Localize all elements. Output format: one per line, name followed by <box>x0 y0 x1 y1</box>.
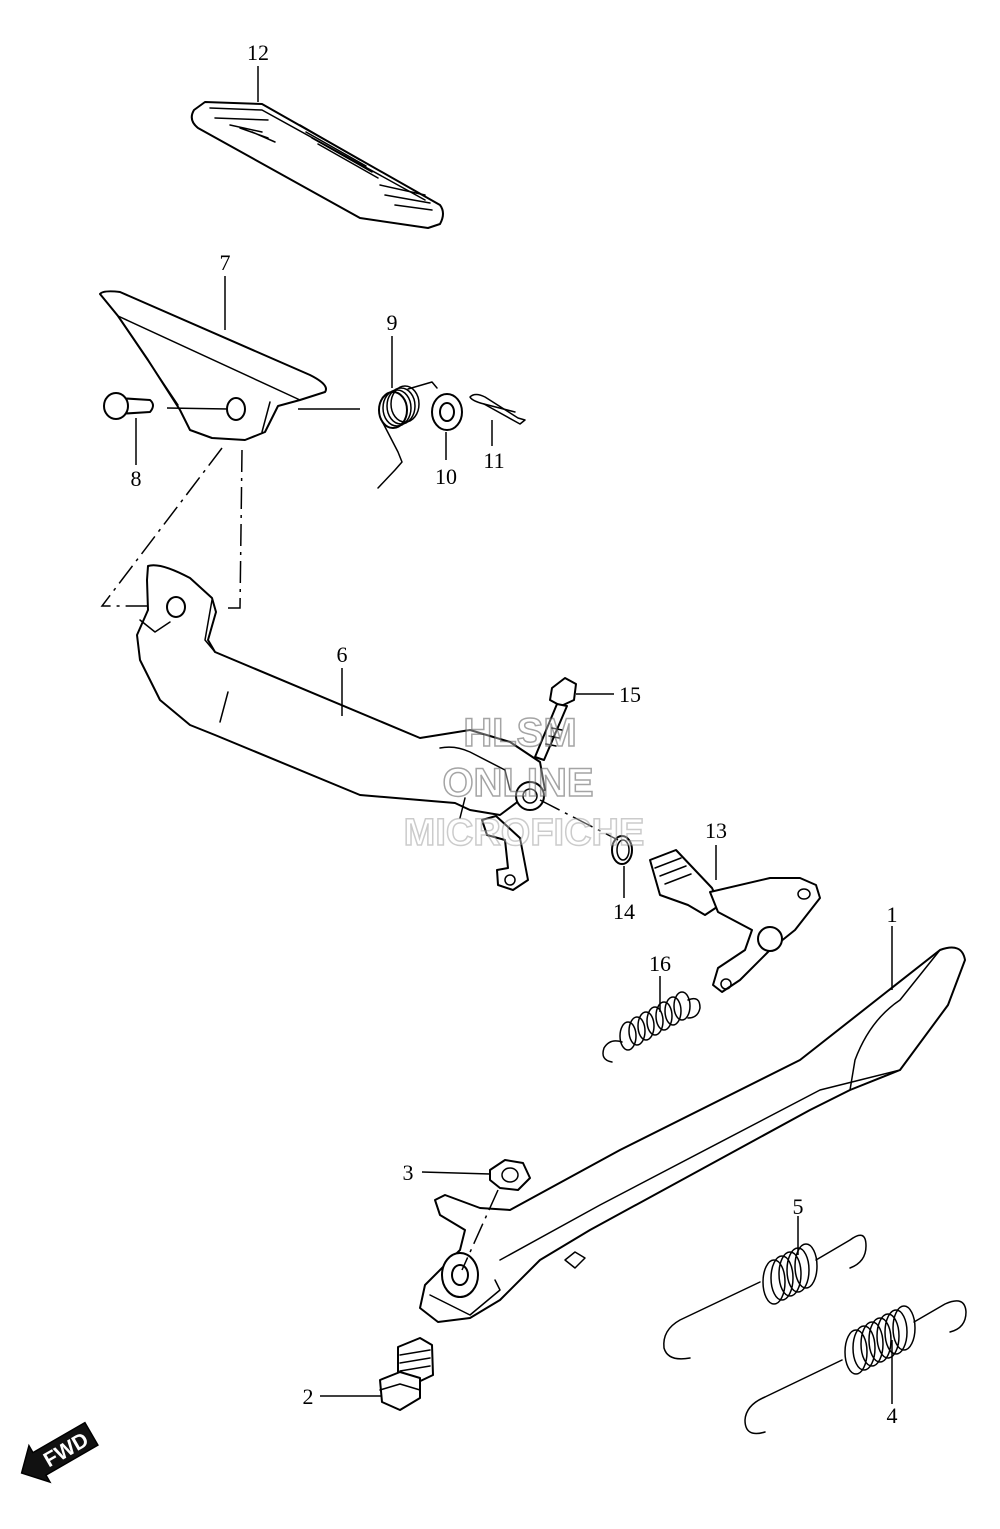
watermark-line-3: MICROFICHE <box>404 812 645 854</box>
bolt-part <box>534 677 577 761</box>
pivot-shaft-part <box>649 849 821 993</box>
washer-part <box>431 393 463 431</box>
watermark-line-1: HLSM <box>463 711 576 755</box>
callout-2: 2 <box>303 1384 314 1409</box>
callout-labels: 1 2 3 4 5 6 7 8 9 10 11 12 13 14 15 16 <box>131 40 898 1428</box>
callout-8: 8 <box>131 466 142 491</box>
leader-lines <box>135 66 893 1404</box>
callout-16: 16 <box>649 951 671 976</box>
callout-9: 9 <box>387 310 398 335</box>
watermark: HLSM ONLINE MICROFICHE <box>403 710 645 855</box>
side-stand-part <box>419 946 966 1323</box>
callout-4: 4 <box>887 1403 898 1428</box>
torsion-spring-part <box>377 381 438 489</box>
fwd-arrow-icon <box>20 1421 99 1484</box>
large-spring-part <box>663 1234 867 1360</box>
circlip-part <box>611 835 633 865</box>
callout-12: 12 <box>247 40 269 65</box>
small-spring-part <box>602 991 701 1063</box>
callout-11: 11 <box>483 448 504 473</box>
clevis-pin-part <box>103 392 154 420</box>
stand-bolt-part <box>379 1337 434 1411</box>
callout-6: 6 <box>337 642 348 667</box>
footrest-rubber-part <box>190 101 444 229</box>
callout-3: 3 <box>403 1160 414 1185</box>
callout-7: 7 <box>220 250 231 275</box>
callout-14: 14 <box>613 899 635 924</box>
brake-pedal-arm-part <box>136 564 546 891</box>
large-spring-lower-part <box>744 1300 967 1435</box>
callout-10: 10 <box>435 464 457 489</box>
callout-5: 5 <box>793 1194 804 1219</box>
watermark-line-2: ONLINE <box>442 761 593 805</box>
callout-1: 1 <box>887 902 898 927</box>
nut-part <box>489 1159 531 1191</box>
callout-15: 15 <box>619 682 641 707</box>
brake-pedal-pad-part <box>99 290 327 441</box>
cotter-pin-part <box>469 393 526 425</box>
forward-direction-arrow: FWD <box>20 1421 99 1484</box>
assembly-lines <box>100 447 619 1271</box>
callout-13: 13 <box>705 818 727 843</box>
